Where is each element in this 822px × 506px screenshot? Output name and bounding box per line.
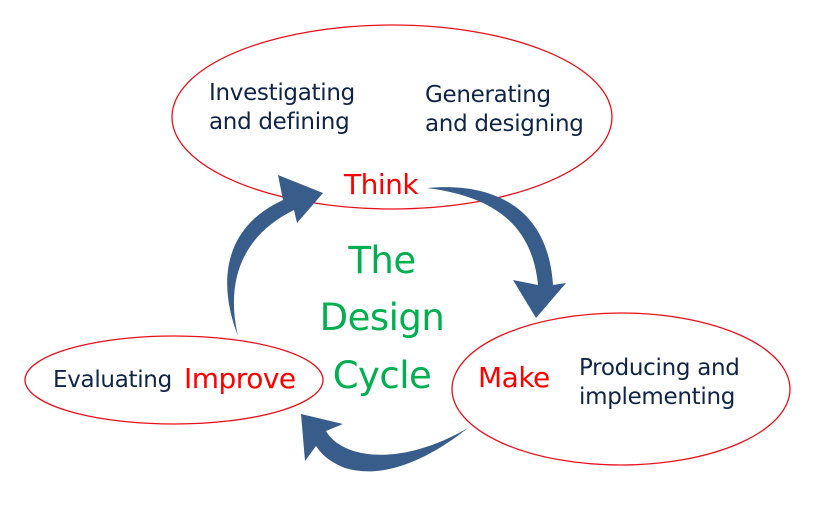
- title-line-2: Design: [319, 296, 445, 340]
- make-stage-label: Make: [478, 361, 550, 394]
- think-stage-label: Think: [344, 168, 419, 201]
- think-sub-left-line-1: Investigating: [209, 80, 355, 106]
- think-sub-right-line-2: and designing: [425, 111, 584, 138]
- diagram-title: The Design Cycle: [307, 232, 457, 404]
- improve-stage-label: Improve: [184, 362, 296, 395]
- think-sub-right: Generating and designing: [425, 81, 584, 139]
- arrow-think-to-make-icon: [427, 187, 566, 318]
- make-sub-line-1: Producing and: [579, 355, 740, 381]
- think-sub-left: Investigating and defining: [209, 79, 355, 137]
- make-sub: Producing and implementing: [579, 354, 740, 412]
- think-sub-left-line-2: and defining: [209, 109, 350, 136]
- think-sub-right-line-1: Generating: [425, 82, 551, 108]
- arrow-improve-to-think-icon: [227, 175, 323, 336]
- improve-sub: Evaluating: [53, 367, 172, 393]
- make-sub-line-2: implementing: [579, 384, 736, 411]
- think-ellipse: [171, 24, 613, 210]
- title-line-3: Cycle: [332, 353, 432, 397]
- make-ellipse: [451, 312, 791, 466]
- improve-ellipse: [24, 335, 324, 425]
- arrow-make-to-improve-icon: [301, 414, 468, 472]
- title-line-1: The: [348, 239, 416, 282]
